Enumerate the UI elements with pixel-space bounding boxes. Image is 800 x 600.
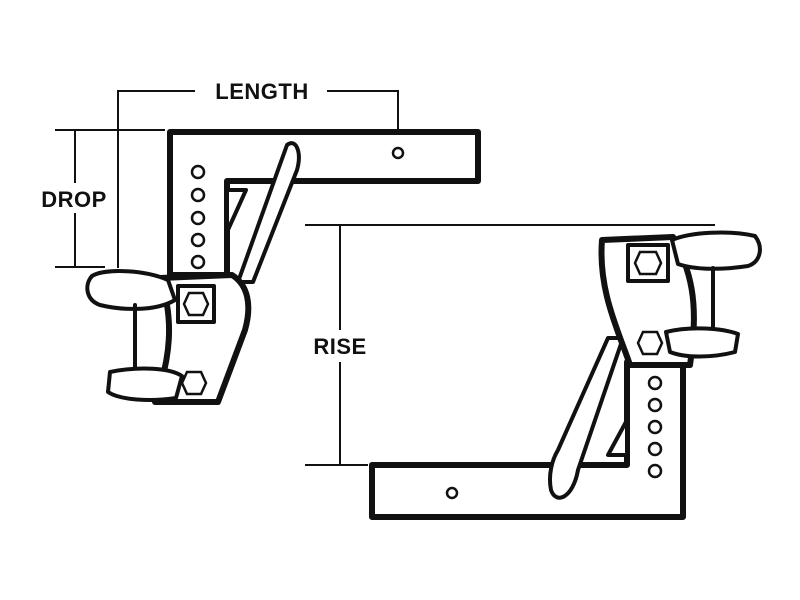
rise-label: RISE [313, 334, 366, 359]
adjustment-hole [647, 441, 663, 457]
drop-hitch [85, 129, 481, 405]
adjustment-hole [190, 210, 206, 226]
length-dimension-left-leg [117, 90, 195, 268]
rise-hitch-shank [369, 359, 686, 520]
rise-hitch [369, 230, 762, 520]
drop-dimension: DROP [41, 129, 165, 268]
rise-hitch-inner-gusset [606, 418, 629, 457]
adjustment-hole [647, 375, 663, 391]
adjustment-hole [647, 397, 663, 413]
drop-label: DROP [41, 187, 107, 212]
adjustment-hole [190, 232, 206, 248]
length-dimension: LENGTH [117, 79, 399, 268]
length-label: LENGTH [215, 79, 308, 104]
drop-hitch-upper-jaw [85, 269, 177, 311]
rise-hitch-lower-bolt-icon [636, 330, 664, 356]
adjustment-hole [190, 254, 206, 270]
drop-hitch-lower-bolt-icon [180, 370, 208, 396]
drop-hitch-upper-bolt-icon [182, 291, 210, 317]
drop-hitch-shank [167, 129, 481, 278]
drop-hitch-adjustment-holes [190, 164, 206, 270]
adjustment-hole [647, 419, 663, 435]
rise-hitch-adjustment-holes [647, 375, 663, 479]
rise-hitch-lower-jaw [664, 326, 740, 359]
length-dimension-right-leg [327, 90, 399, 140]
rise-hitch-upper-jaw [670, 230, 762, 271]
adjustment-hole [190, 187, 206, 203]
drop-hitch-inner-gusset [225, 188, 248, 234]
rise-dimension: RISE [305, 224, 715, 466]
drop-hitch-lower-jaw [106, 366, 184, 402]
adjustment-hole [647, 463, 663, 479]
rise-hitch-pin-hole [445, 486, 459, 500]
rise-hitch-tension-arm [547, 336, 625, 500]
rise-hitch-upper-bolt-icon [633, 250, 663, 276]
adjustment-hole [190, 164, 206, 180]
drop-hitch-pin-hole [391, 146, 405, 160]
